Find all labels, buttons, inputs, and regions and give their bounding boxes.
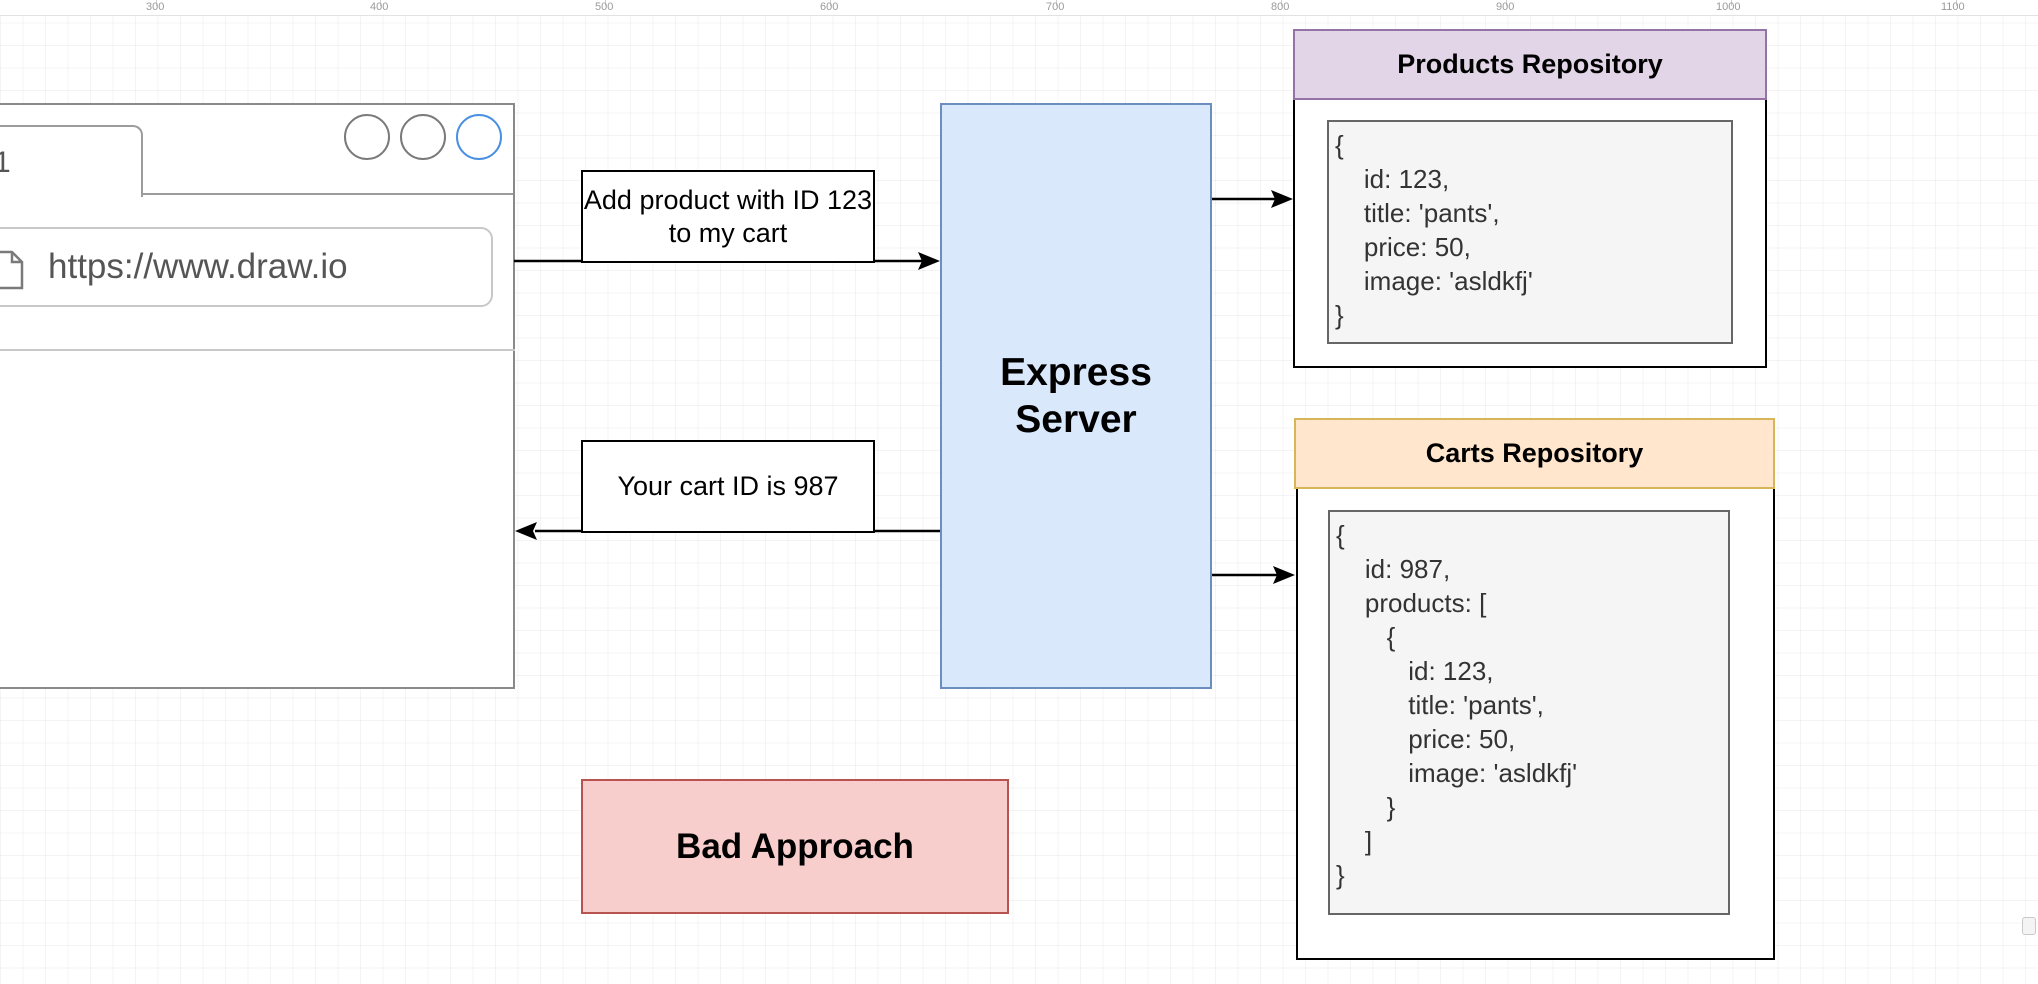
response-message-label[interactable]: Your cart ID is 987 <box>581 440 875 533</box>
address-url: https://www.draw.io <box>48 247 348 286</box>
browser-window-mockup[interactable] <box>0 103 515 689</box>
ruler-label: 600 <box>820 1 839 13</box>
window-button-circle[interactable] <box>400 114 446 160</box>
page-icon <box>0 250 24 290</box>
express-server-node[interactable]: Express Server <box>940 103 1212 689</box>
products-repository-title[interactable]: Products Repository <box>1293 29 1767 100</box>
browser-tab[interactable] <box>0 125 143 197</box>
canvas-ruler: 300 400 500 600 700 800 900 1000 1100 <box>0 0 2038 16</box>
window-button-circle-active[interactable] <box>456 114 502 160</box>
arrow-right[interactable] <box>1212 566 1295 584</box>
ruler-label: 1000 <box>1716 1 1741 13</box>
browser-tab-label: 1 <box>0 146 11 179</box>
ruler-label: 400 <box>370 1 389 13</box>
ruler-label: 900 <box>1496 1 1515 13</box>
products-record[interactable]: { id: 123, title: 'pants', price: 50, im… <box>1327 120 1733 344</box>
window-button-circle[interactable] <box>344 114 390 160</box>
toolbar-divider <box>0 349 515 351</box>
scroll-corner-icon <box>2022 917 2036 935</box>
arrow-right[interactable] <box>1212 190 1293 208</box>
bad-approach-label[interactable]: Bad Approach <box>581 779 1009 914</box>
ruler-label: 700 <box>1046 1 1065 13</box>
carts-repository-title[interactable]: Carts Repository <box>1294 418 1775 489</box>
tab-bar-divider <box>141 193 513 195</box>
ruler-label: 800 <box>1271 1 1290 13</box>
request-message-label[interactable]: Add product with ID 123 to my cart <box>581 170 875 263</box>
ruler-label: 1100 <box>1941 1 1965 13</box>
ruler-label: 500 <box>595 1 614 13</box>
address-bar[interactable] <box>0 227 493 307</box>
ruler-label: 300 <box>146 1 165 13</box>
carts-record[interactable]: { id: 987, products: [ { id: 123, title:… <box>1328 510 1730 915</box>
